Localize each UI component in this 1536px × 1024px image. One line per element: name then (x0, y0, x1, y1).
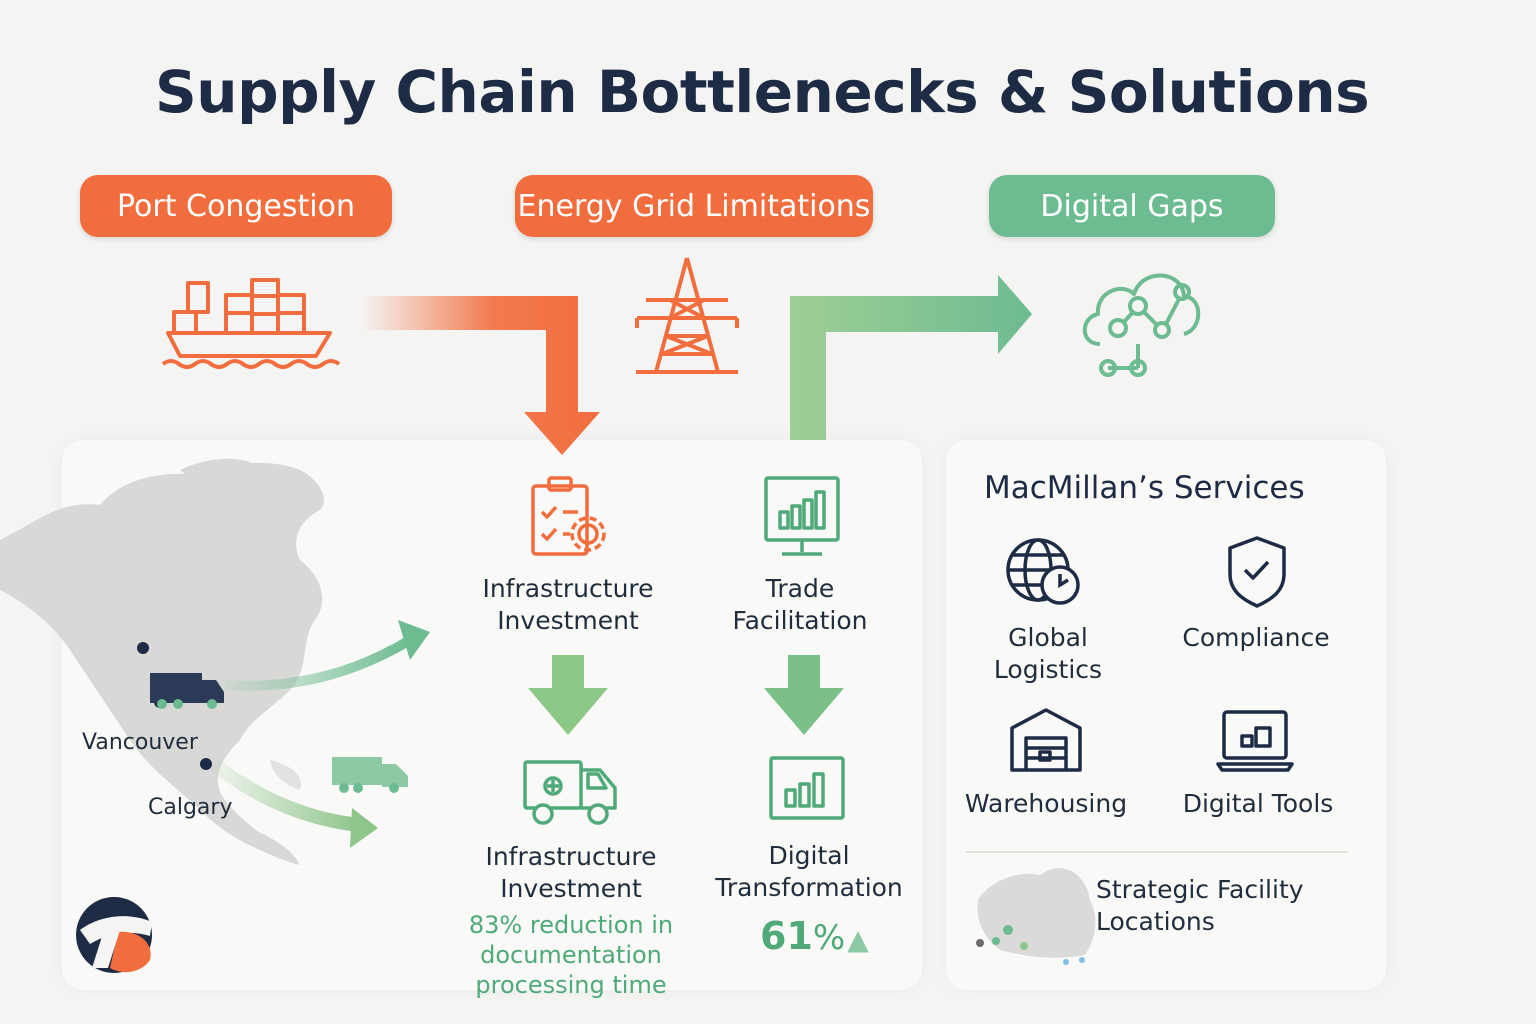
bar-chart-icon (769, 756, 845, 820)
solution-line: Investment (500, 874, 642, 903)
route-arrow-south (210, 759, 361, 832)
solution-digital-transformation[interactable]: Digital Transformation (705, 840, 913, 904)
solution-line: Transformation (715, 873, 903, 902)
canada-mini-map (976, 868, 1096, 965)
truck-icon-green (332, 757, 408, 793)
service-compliance[interactable]: Compliance (1170, 622, 1342, 654)
service-global-logistics[interactable]: Global Logistics (968, 622, 1128, 686)
arrow-down-infrastructure (528, 655, 608, 735)
globe-clock-icon (1006, 538, 1080, 605)
bottleneck-label: Energy Grid Limitations (517, 188, 871, 224)
truck-outline-icon (523, 760, 617, 825)
service-digital-tools[interactable]: Digital Tools (1172, 788, 1344, 820)
facility-line: Strategic Facility (1096, 875, 1304, 904)
solution-line: Infrastructure (485, 842, 657, 871)
solution-trade-facilitation[interactable]: Trade Facilitation (700, 573, 900, 637)
bottleneck-digital-gaps[interactable]: Digital Gaps (989, 175, 1275, 237)
solution-line: Digital (768, 841, 850, 870)
warehouse-icon (1010, 708, 1082, 772)
stat-percent-unit: % (812, 918, 846, 958)
solution-line: Infrastructure (482, 574, 654, 603)
solution-line: Trade (765, 574, 835, 603)
city-label-calgary: Calgary (148, 795, 233, 820)
clipboard-gear-icon (531, 476, 606, 556)
service-warehousing[interactable]: Warehousing (960, 788, 1132, 820)
cloud-network-icon (1082, 273, 1201, 377)
service-line: Logistics (993, 655, 1103, 684)
solution-infrastructure-top[interactable]: Infrastructure Investment (460, 573, 676, 637)
city-dot-calgary (200, 758, 212, 770)
power-tower-icon (635, 257, 739, 374)
bottleneck-port-congestion[interactable]: Port Congestion (80, 175, 392, 237)
flow-arrow-trade-to-digital (790, 275, 1032, 440)
stat-percent: 61%▲ (760, 914, 869, 958)
city-dot-north (137, 642, 149, 654)
stat-percent-value: 61 (760, 914, 813, 958)
solution-line: Facilitation (732, 606, 868, 635)
north-america-map (0, 458, 324, 865)
flow-arrow-port-to-infrastructure (362, 296, 600, 455)
service-line: Warehousing (964, 789, 1128, 818)
truck-icon-navy (150, 673, 224, 709)
strategic-facility-locations[interactable]: Strategic Facility Locations (1096, 874, 1304, 938)
city-label-vancouver: Vancouver (82, 730, 198, 755)
stat-line: documentation (480, 941, 662, 969)
bottleneck-energy-grid[interactable]: Energy Grid Limitations (515, 175, 873, 237)
stat-line: processing time (475, 971, 667, 999)
bottleneck-label: Digital Gaps (1040, 188, 1224, 224)
stat-reduction: 83% reduction in documentation processin… (460, 910, 682, 1000)
facility-line: Locations (1096, 907, 1215, 936)
up-triangle-icon: ▲ (847, 923, 869, 956)
route-arrow-east-head (398, 620, 430, 660)
stat-line: 83% reduction in (468, 911, 674, 939)
solution-infrastructure-bottom[interactable]: Infrastructure Investment (462, 841, 680, 905)
route-arrow-south-head (350, 808, 378, 848)
service-line: Digital Tools (1182, 789, 1334, 818)
company-logo (76, 897, 152, 973)
service-line: Global (1008, 623, 1088, 652)
service-line: Compliance (1182, 623, 1330, 652)
monitor-chart-icon (764, 476, 840, 556)
laptop-icon (1216, 710, 1294, 772)
cargo-ship-icon (161, 278, 341, 369)
bottleneck-label: Port Congestion (117, 188, 355, 224)
services-heading: MacMillan’s Services (984, 470, 1305, 506)
solution-line: Investment (497, 606, 639, 635)
route-arrow-east (224, 635, 413, 691)
page-title: Supply Chain Bottlenecks & Solutions (155, 58, 1370, 126)
shield-check-icon (1228, 536, 1286, 608)
arrow-down-trade (764, 655, 844, 735)
